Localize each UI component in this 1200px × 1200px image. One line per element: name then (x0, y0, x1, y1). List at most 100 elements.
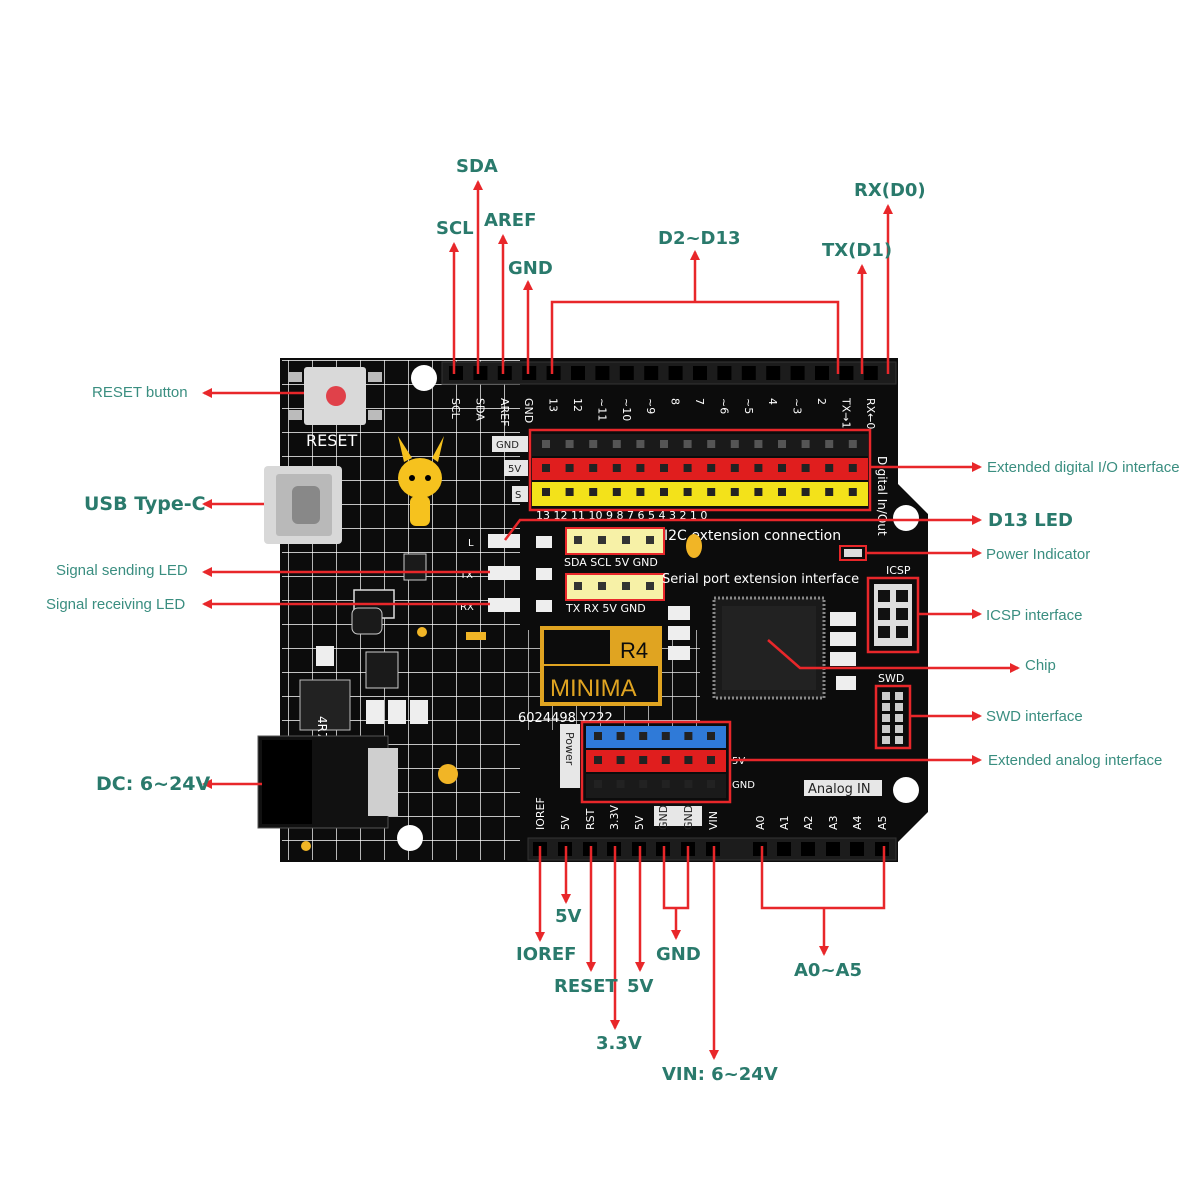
analog-ext-pin (661, 756, 670, 764)
digital-ext-pin (707, 440, 716, 448)
callout-arrows (202, 180, 1020, 1060)
right-callout-labels: Extended digital I/O interface D13 LED P… (986, 459, 1180, 769)
top-callout-labels: SDA SCL AREF GND D2~D13 RX(D0) TX(D1) (436, 156, 926, 279)
digital-ext-pin (730, 488, 739, 496)
top-pin-hole (766, 366, 781, 380)
digital-ext-pin (660, 464, 668, 472)
usb-type-c-port[interactable] (264, 466, 342, 544)
serial-extension-label: Serial port extension interface (662, 572, 859, 587)
analog-ext-pin (707, 756, 715, 764)
status-leds: L TX RX (459, 534, 552, 613)
analog-ext-pin (594, 732, 602, 740)
ext-pin (574, 582, 582, 590)
digital-ext-pin (683, 440, 692, 448)
digital-ext-pin (730, 464, 739, 472)
label-vin: VIN: 6~24V (662, 1064, 778, 1085)
header-gnd-label: GND (496, 440, 519, 451)
label-reset: RESET (554, 976, 618, 997)
digital-ext-pin (848, 464, 857, 472)
digital-ext-pin (707, 488, 716, 496)
led-tx-label: TX (459, 570, 473, 581)
label-signal-sending-led: Signal sending LED (56, 562, 188, 579)
label-d2-d13: D2~D13 (658, 228, 741, 249)
analog-in-label: Analog IN (808, 782, 871, 797)
analog-ext-pin (661, 780, 670, 788)
swd-pin (882, 714, 890, 722)
top-pin-hole (546, 366, 561, 380)
label-signal-receiving-led: Signal receiving LED (46, 596, 185, 613)
digital-ext-pin (730, 440, 739, 448)
top-pin-label: ~3 (791, 398, 804, 414)
digital-ext-pin (612, 488, 621, 496)
analog-ext-pin (707, 732, 715, 740)
bottom-pin-label: VIN (707, 811, 720, 830)
swd-pin (895, 736, 903, 744)
header-s-label: S (515, 490, 521, 501)
top-pin-label: RX←0 (864, 398, 877, 429)
analog-ext-pin (639, 756, 648, 764)
top-pin-label: 12 (571, 398, 584, 412)
digital-ext-pin (542, 464, 550, 472)
bottom-pin-label: 5V (559, 815, 572, 830)
bottom-pin-label: IOREF (534, 797, 547, 830)
swd-pin (895, 725, 903, 733)
label-gnd-bottom: GND (656, 944, 701, 965)
ext-pin (622, 536, 630, 544)
top-pin-label: 7 (693, 398, 706, 405)
digital-ext-pin (612, 440, 621, 448)
digital-ext-pin (754, 488, 763, 496)
top-pin-label: ~6 (717, 398, 730, 414)
top-pin-hole (449, 366, 463, 380)
top-pin-hole (571, 366, 585, 380)
top-pin-hole (497, 366, 512, 380)
swd-pin (895, 703, 903, 711)
ext-pin (574, 536, 582, 544)
digital-ext-pin (848, 440, 857, 448)
top-pin-label: SDA (473, 398, 486, 421)
bottom-pin-label: A4 (851, 815, 864, 830)
digital-ext-pin (801, 464, 810, 472)
i2c-extension-label: I2C extension connection (664, 528, 841, 544)
serial-number: 6024498 Y222 (518, 711, 613, 726)
swd-pin (895, 692, 903, 700)
ext-pin (646, 582, 654, 590)
bottom-pin-label: A5 (876, 815, 889, 830)
bottom-pin-label: A1 (778, 815, 791, 830)
bottom-pin-label: GND (657, 805, 670, 830)
analog-ext-pin (616, 780, 625, 788)
logo-r4: R4 (620, 638, 648, 663)
reset-silk-label: RESET (306, 431, 357, 450)
top-pin-label: ~10 (620, 398, 633, 421)
dc-power-jack[interactable] (257, 735, 398, 829)
digital-ext-pin (636, 464, 645, 472)
label-sda: SDA (456, 156, 498, 177)
analog-ext-pin (684, 732, 693, 740)
digital-ext-pin (683, 488, 692, 496)
bottom-pin-label: A3 (827, 815, 840, 830)
analog-ext-pin (684, 756, 693, 764)
digital-ext-pin (565, 440, 574, 448)
analog-5v-label: 5V (732, 756, 745, 767)
label-chip: Chip (1025, 657, 1056, 674)
callout-arrow (504, 515, 982, 541)
top-pin-hole (741, 366, 756, 380)
label-extended-analog: Extended analog interface (988, 752, 1162, 769)
top-pin-label: 13 (547, 398, 560, 412)
top-pin-hole (668, 366, 683, 380)
label-a0-a5: A0~A5 (794, 960, 862, 981)
top-pin-hole (815, 366, 829, 380)
analog-ext-pin (684, 780, 693, 788)
digital-ext-pin (542, 440, 550, 448)
swd-pin (895, 714, 903, 722)
top-pin-hole (693, 366, 707, 380)
mounting-hole (893, 777, 919, 803)
reset-button[interactable] (288, 367, 382, 425)
analog-ext-pin (594, 780, 602, 788)
top-pin-label: ~9 (644, 398, 657, 414)
digital-ext-pin (683, 464, 692, 472)
analog-gnd-label: GND (732, 780, 755, 791)
bottom-pin-label: 5V (633, 815, 646, 830)
power-side-label: Power (563, 732, 576, 766)
callout-arrow (767, 639, 1020, 673)
